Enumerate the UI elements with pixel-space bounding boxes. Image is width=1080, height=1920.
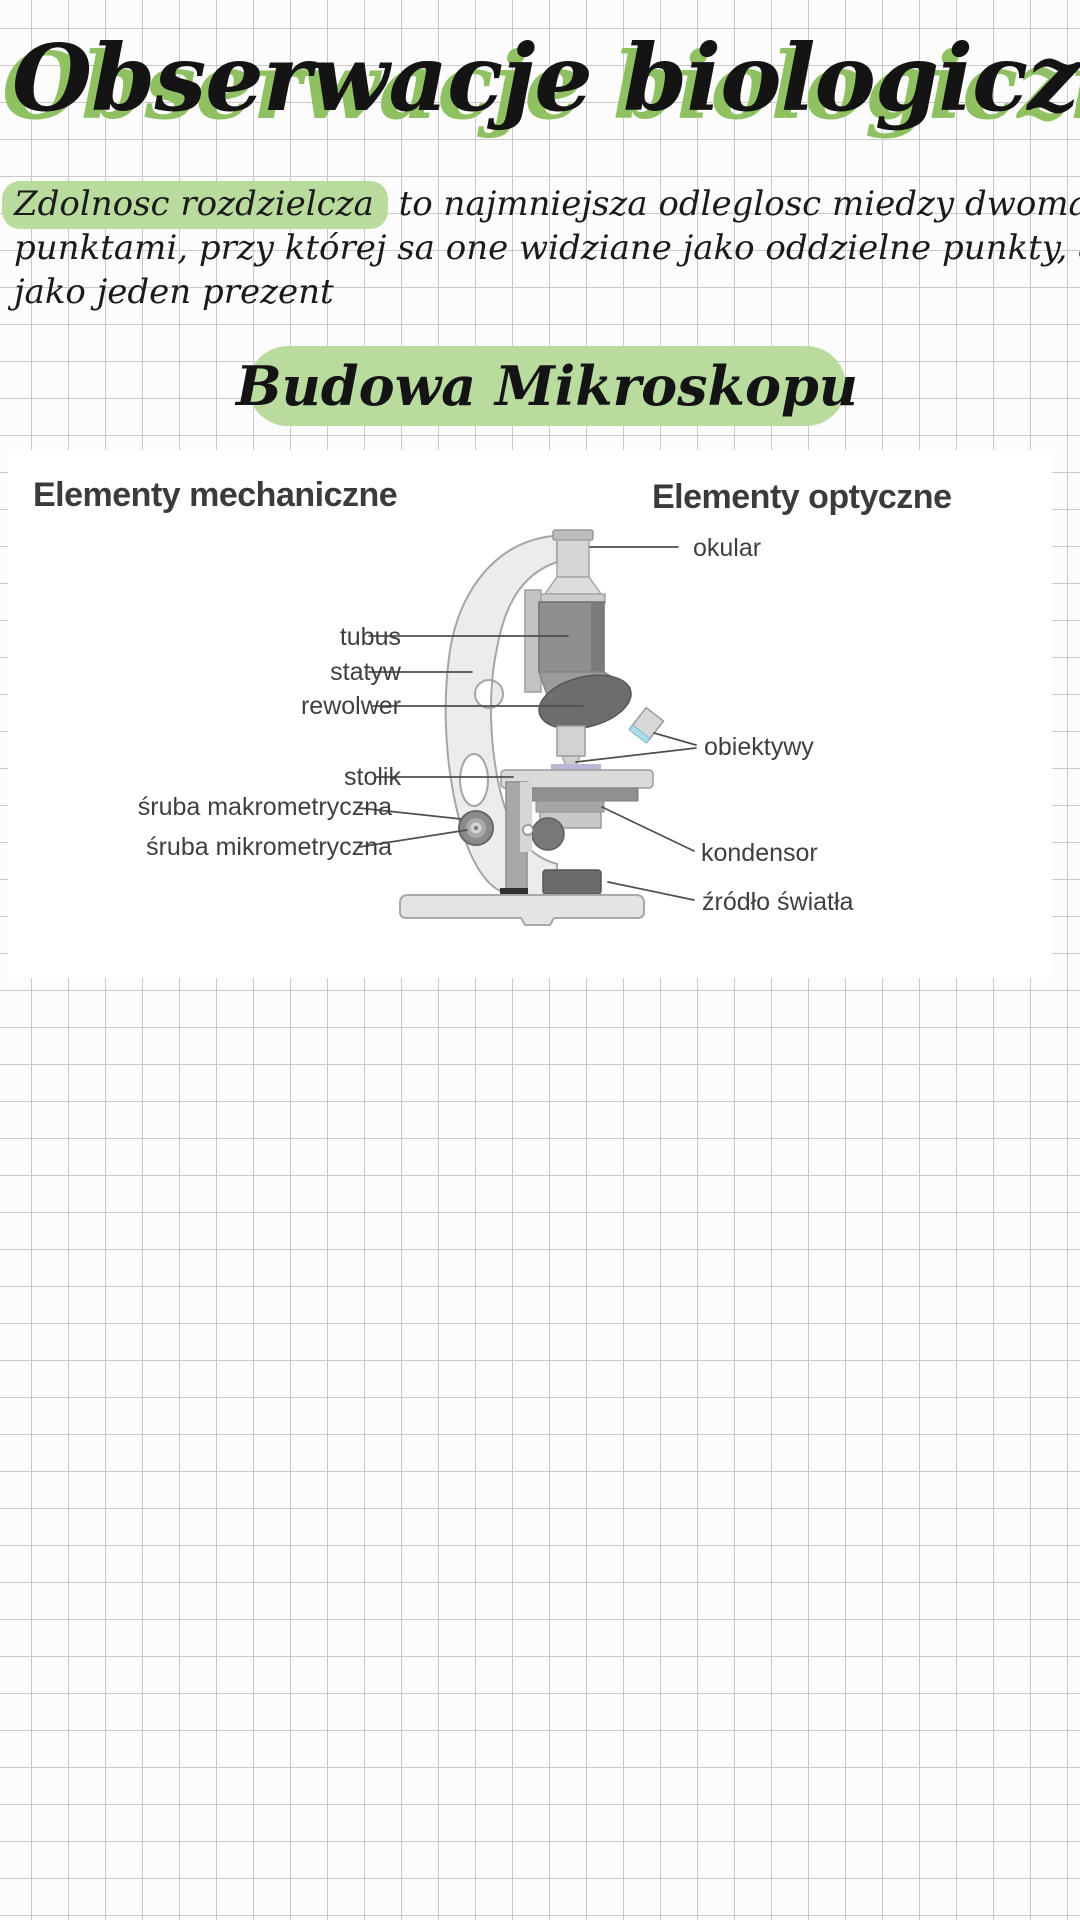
leader-obiektywy-2 xyxy=(575,747,697,763)
eyepiece-flare xyxy=(543,576,603,595)
base xyxy=(399,894,645,926)
leader-zrodlo xyxy=(607,881,695,901)
fine-knob-dot xyxy=(474,826,478,830)
label-kondensor: kondensor xyxy=(701,839,818,867)
leader-kondensor xyxy=(601,806,695,852)
small-screw xyxy=(522,824,534,836)
section-title: Budowa Mikroskopu xyxy=(236,354,858,418)
leader-makro xyxy=(358,807,462,820)
label-rewolwer: rewolwer xyxy=(300,692,401,720)
objective-angled xyxy=(628,706,665,744)
pillar-strip xyxy=(520,782,532,852)
slide xyxy=(551,764,601,770)
pillar-foot xyxy=(500,888,528,895)
header-optical-elements: Elementy optyczne xyxy=(652,478,952,516)
label-okular: okular xyxy=(693,534,762,562)
eyepiece-body xyxy=(556,539,590,578)
section-title-highlight: Budowa Mikroskopu xyxy=(236,346,858,426)
revolver-disc xyxy=(538,674,632,730)
condenser-top xyxy=(535,800,605,813)
header-mechanical-elements: Elementy mechaniczne xyxy=(33,476,398,514)
definition-paragraph: Zdolnosc rozdzielcza to najmniejsza odle… xyxy=(2,181,1080,314)
eyepiece-cap xyxy=(552,529,594,541)
label-statyw: statyw xyxy=(330,658,401,686)
leader-obiektywy-1 xyxy=(653,732,697,746)
tube-shade xyxy=(591,603,603,671)
definition-line-1-rest: to najmniejsza odleglosc miedzy dwoma xyxy=(387,184,1080,224)
label-obiektywy: obiektywy xyxy=(704,733,814,761)
page-title: Obserwacje biologiczne xyxy=(12,24,1080,132)
label-stolik: stolik xyxy=(344,763,401,791)
light-source-box xyxy=(542,869,602,895)
definition-line-3: jako jeden prezent xyxy=(14,272,334,312)
objective-vertical xyxy=(556,725,586,757)
highlighted-term: Zdolnosc rozdzielcza xyxy=(2,181,388,229)
label-sruba-makrometryczna: śruba makrometryczna xyxy=(137,793,392,821)
microscope-diagram-panel: Elementy mechaniczne Elementy optyczne o… xyxy=(8,450,1052,978)
definition-line-1: Zdolnosc rozdzielcza to najmniejsza odle… xyxy=(2,181,1080,229)
side-wheel xyxy=(531,817,565,851)
definition-line-2: punktami, przy której sa one widziane ja… xyxy=(14,228,1080,268)
leader-mikro xyxy=(358,829,468,848)
label-zrodlo-swiatla: źródło światła xyxy=(702,888,854,916)
label-tubus: tubus xyxy=(339,623,401,651)
label-sruba-mikrometryczna: śruba mikrometryczna xyxy=(146,833,392,861)
leader-lines xyxy=(358,546,697,901)
microscope-illustration xyxy=(358,529,697,926)
